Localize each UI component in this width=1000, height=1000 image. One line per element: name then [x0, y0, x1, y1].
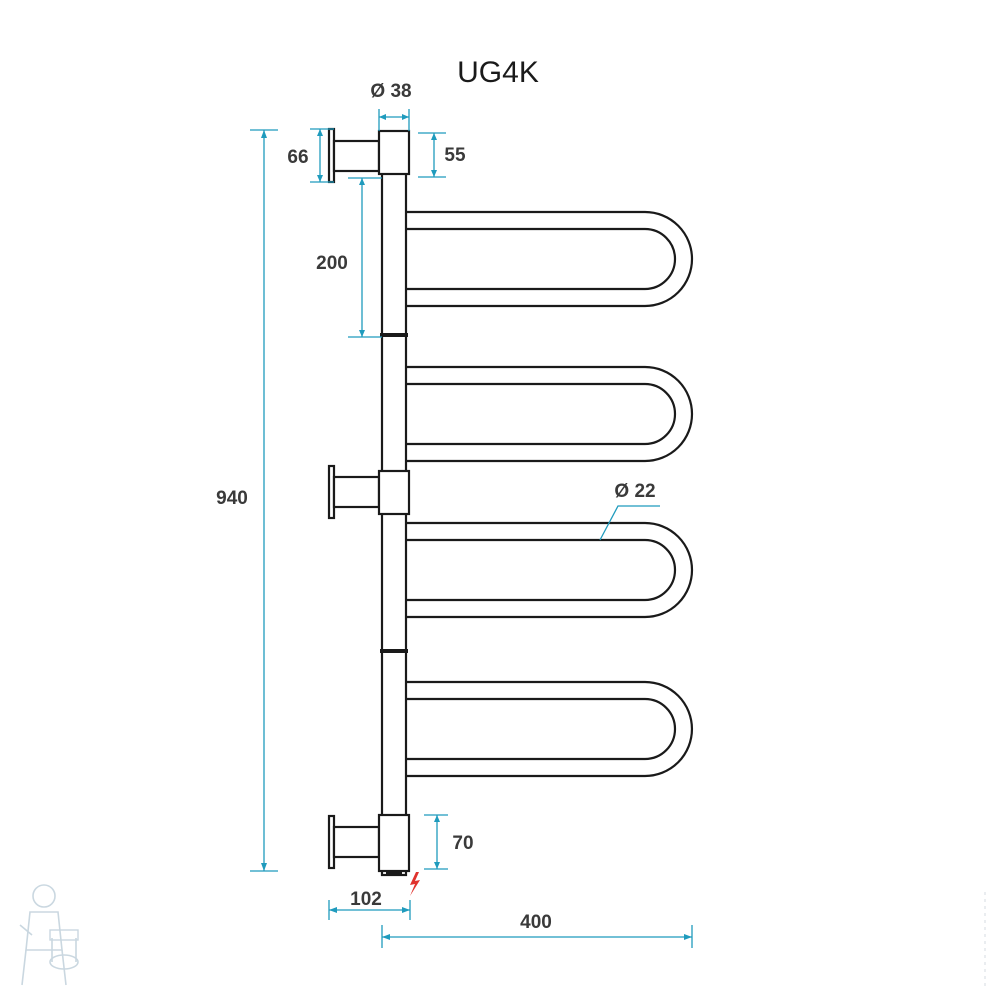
model-title: UG4K	[457, 56, 539, 89]
rail-loop-4	[400, 680, 694, 778]
rail-loop-3	[400, 521, 694, 619]
dim-top-cap-label: 55	[444, 145, 466, 166]
dim-width-label: 400	[520, 912, 552, 933]
dim-rail-diameter-label: Ø 22	[614, 481, 655, 502]
middle-wall-bracket	[327, 464, 411, 520]
dim-width: 400	[381, 912, 693, 948]
bottom-wall-bracket	[327, 813, 411, 876]
swivel-joints	[380, 333, 408, 653]
dim-rail-diameter: Ø 22	[599, 481, 660, 541]
watermark-vertical	[984, 892, 986, 988]
dim-spacing: 200	[316, 177, 382, 338]
dim-pipe-diameter: Ø 38	[370, 81, 412, 131]
dim-bottom-cap: 70	[424, 814, 474, 870]
dim-height-label: 940	[216, 488, 248, 509]
dim-bottom-cap-label: 70	[452, 833, 473, 854]
dim-height: 940	[216, 129, 278, 872]
dim-spacing-label: 200	[316, 253, 348, 274]
vertical-tube	[380, 168, 408, 877]
dim-wall-offset: 102	[328, 889, 411, 920]
dim-bracket-width: 66	[287, 128, 334, 183]
top-wall-bracket	[327, 127, 411, 184]
rail-loop-2	[400, 365, 694, 463]
dim-pipe-diameter-label: Ø 38	[370, 81, 411, 102]
plumber-mascot-icon	[19, 884, 79, 986]
dim-bracket-width-label: 66	[287, 147, 308, 168]
dim-wall-offset-label: 102	[350, 889, 382, 910]
dim-top-cap: 55	[418, 132, 466, 178]
lightning-bolt-icon	[410, 872, 420, 896]
rail-loop-1	[400, 210, 694, 308]
